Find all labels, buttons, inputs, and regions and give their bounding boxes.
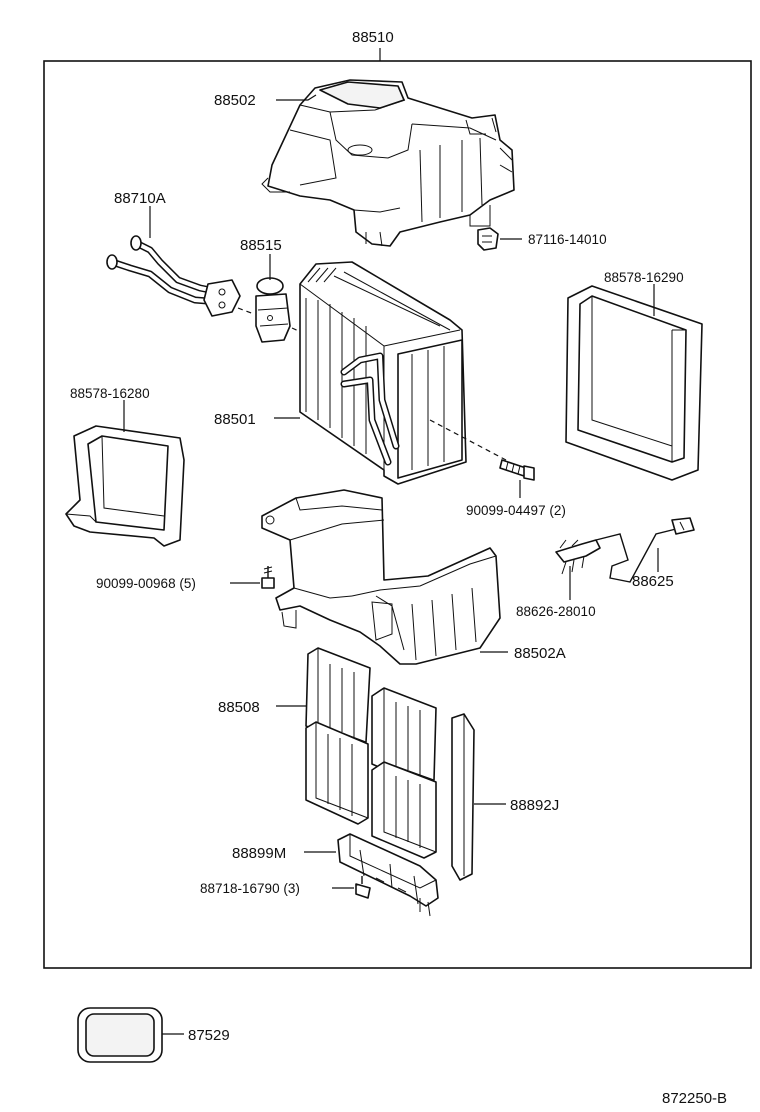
seal-right-part xyxy=(565,285,703,481)
label-90099-04497: 90099-04497 (2) xyxy=(466,503,566,518)
label-88718-16790: 88718-16790 (3) xyxy=(200,881,300,896)
label-88578-16290: 88578-16290 xyxy=(604,270,684,285)
filter-cover-part xyxy=(337,833,439,917)
evaporator-part xyxy=(299,261,467,485)
label-88515: 88515 xyxy=(240,237,282,254)
label-88510: 88510 xyxy=(352,29,394,46)
clamp-part xyxy=(477,227,499,251)
label-87529: 87529 xyxy=(188,1027,230,1044)
small-screw-part xyxy=(355,876,407,899)
label-88502A: 88502A xyxy=(514,645,566,662)
label-88892J: 88892J xyxy=(510,797,559,814)
gasket-part xyxy=(77,1007,163,1063)
label-90099-00968: 90099-00968 (5) xyxy=(96,576,196,591)
label-88501: 88501 xyxy=(214,411,256,428)
filter-part xyxy=(305,647,437,859)
assembly-frame xyxy=(43,60,752,969)
thermistor-part xyxy=(595,517,695,583)
seal-left-part xyxy=(65,425,185,547)
tube-assembly-part xyxy=(106,235,241,317)
label-88508: 88508 xyxy=(218,699,260,716)
exp-valve-dash xyxy=(237,307,341,351)
label-88625: 88625 xyxy=(632,573,674,590)
label-88578-16280: 88578-16280 xyxy=(70,386,150,401)
upper-case-part xyxy=(261,79,515,247)
expansion-valve-part xyxy=(255,277,291,343)
holder-part xyxy=(555,539,601,575)
plate-part xyxy=(451,713,475,881)
label-88626-28010: 88626-28010 xyxy=(516,604,596,619)
lower-case-part xyxy=(261,489,501,665)
label-88710A: 88710A xyxy=(114,190,166,207)
upper-case-leader xyxy=(276,94,317,101)
label-87116-14010: 87116-14010 xyxy=(528,232,607,247)
label-88899M: 88899M xyxy=(232,845,286,862)
diagram-code: 872250-B xyxy=(662,1090,727,1107)
bolt-part xyxy=(499,459,535,481)
label-88502: 88502 xyxy=(214,92,256,109)
screw-part xyxy=(261,566,275,589)
